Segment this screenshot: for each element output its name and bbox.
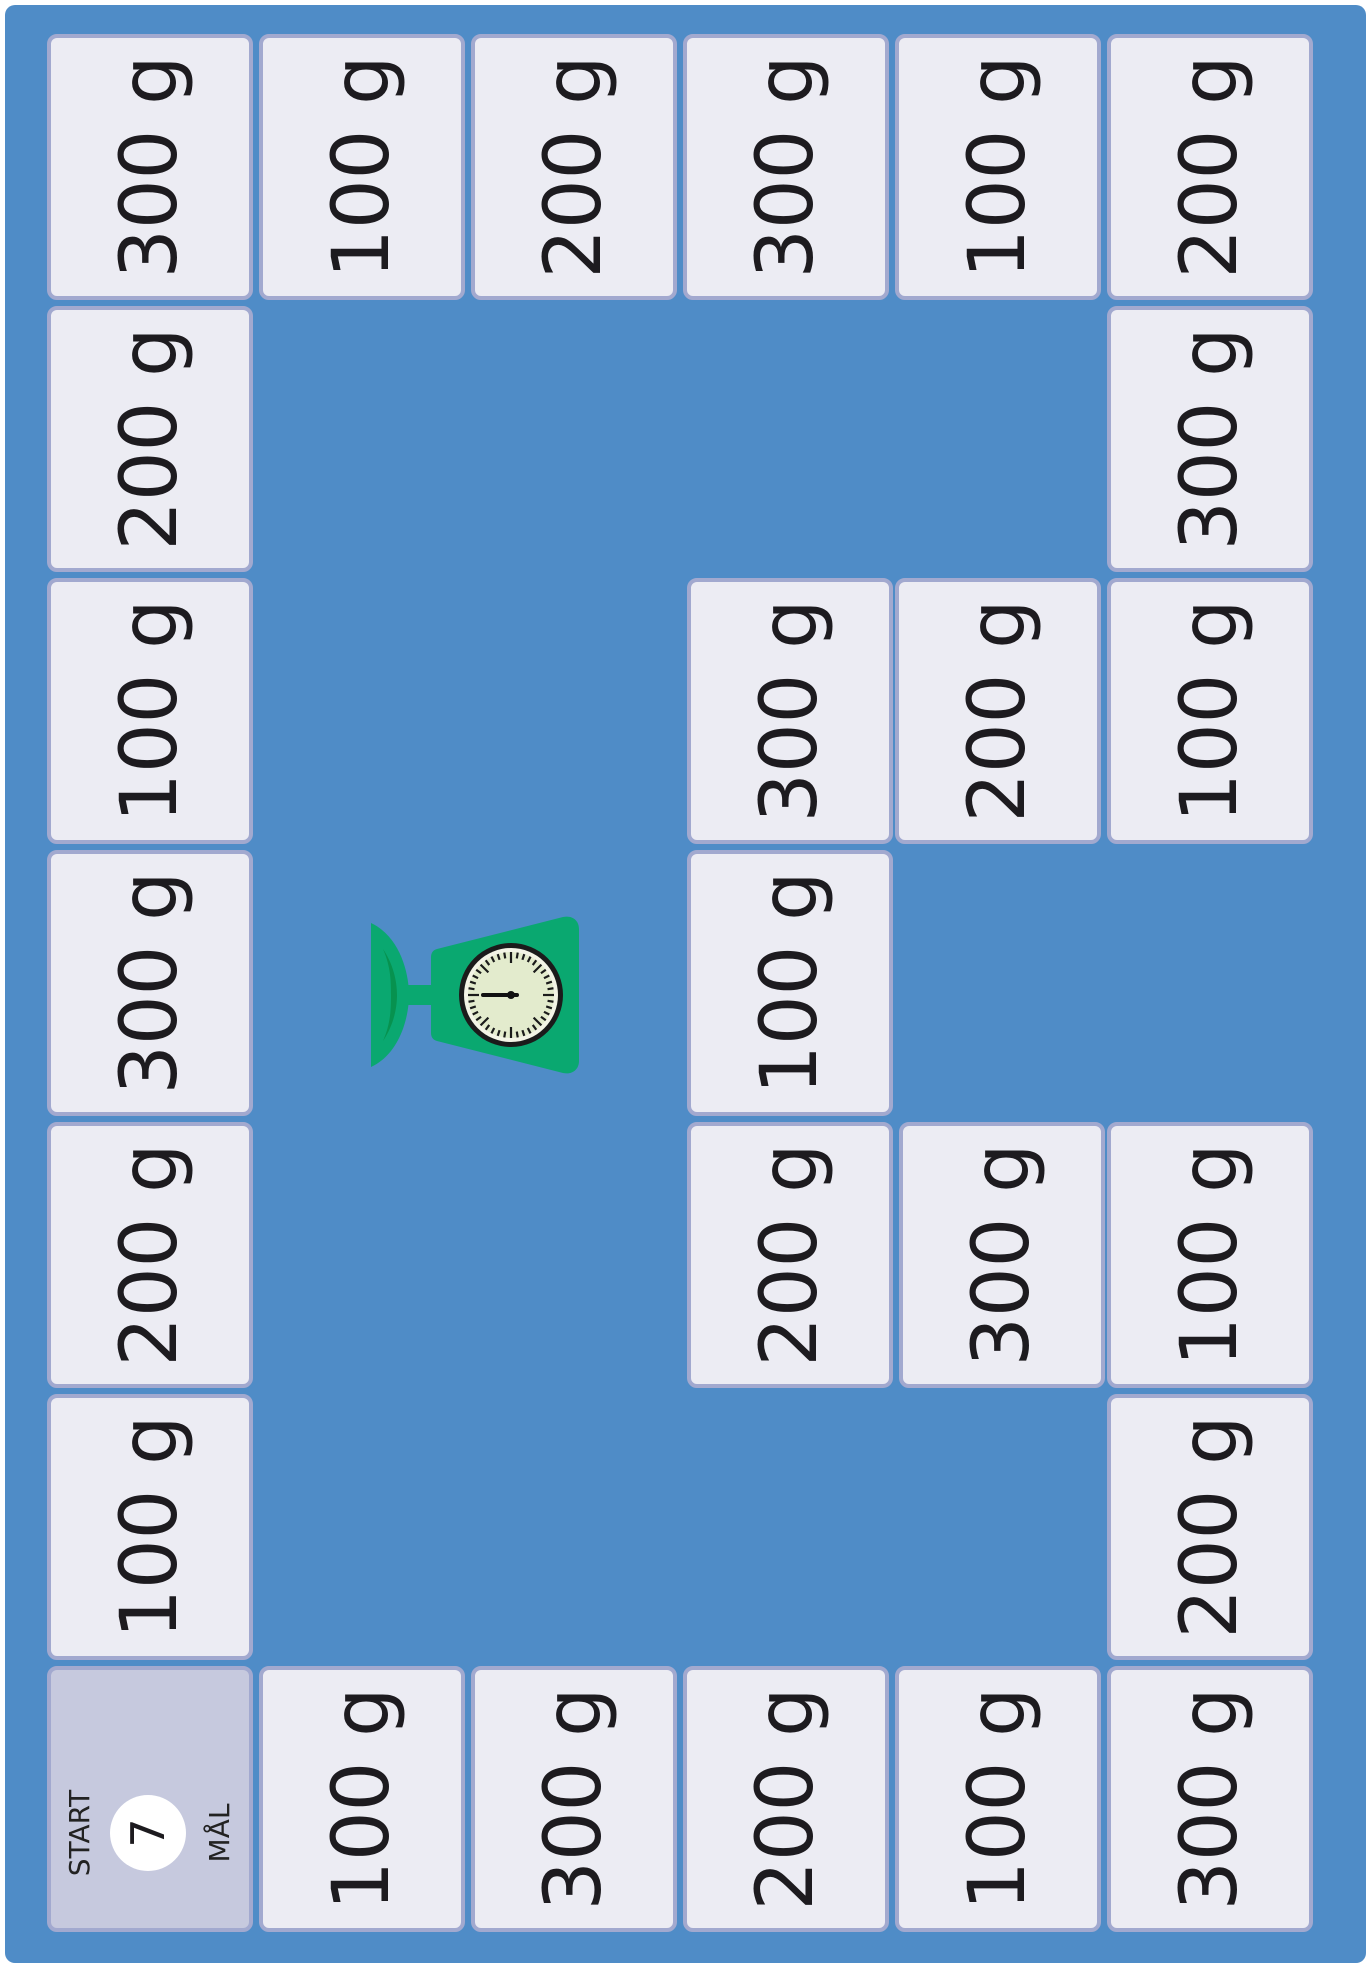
cell-weight: 100 g xyxy=(323,55,401,278)
board-cell[interactable]: 300 g xyxy=(1107,1666,1313,1932)
dial-tick xyxy=(548,988,554,989)
dial-tick xyxy=(517,953,518,959)
cell-weight: 200 g xyxy=(535,55,613,278)
kitchen-scale-icon xyxy=(367,915,581,1075)
cell-weight: 300 g xyxy=(747,55,825,278)
board-cell[interactable]: 200 g xyxy=(683,1666,889,1932)
board-cell[interactable]: 100 g xyxy=(47,578,253,844)
board-cell[interactable]: 200 g xyxy=(1107,34,1313,300)
cell-weight: 200 g xyxy=(751,1143,829,1366)
cell-weight: 100 g xyxy=(1171,1143,1249,1366)
board-cell[interactable]: 200 g xyxy=(471,34,677,300)
board-cell[interactable]: 300 g xyxy=(683,34,889,300)
cell-weight: 300 g xyxy=(535,1687,613,1910)
cell-weight: 300 g xyxy=(1171,1687,1249,1910)
board-cell[interactable]: 100 g xyxy=(1107,578,1313,844)
cell-weight: 200 g xyxy=(111,327,189,550)
start-number-badge: 7 xyxy=(110,1795,186,1871)
goal-label: MÅL xyxy=(206,1804,234,1863)
cell-weight: 200 g xyxy=(959,599,1037,822)
cell-weight: 200 g xyxy=(1171,55,1249,278)
cell-weight: 100 g xyxy=(323,1687,401,1910)
dial-tick xyxy=(469,988,475,989)
board-cell[interactable]: 200 g xyxy=(47,1122,253,1388)
dial-tick xyxy=(517,1032,518,1038)
cell-weight: 200 g xyxy=(111,1143,189,1366)
cell-weight: 100 g xyxy=(111,1415,189,1638)
cell-weight: 100 g xyxy=(1171,599,1249,822)
start-label: START xyxy=(66,1790,94,1876)
board-cell[interactable]: 100 g xyxy=(47,1394,253,1660)
dial-tick xyxy=(504,1032,505,1038)
board-cell[interactable]: 300 g xyxy=(687,578,893,844)
board-cell[interactable]: 300 g xyxy=(471,1666,677,1932)
start-cell[interactable]: START 7 MÅL xyxy=(47,1666,253,1932)
cell-weight: 300 g xyxy=(963,1143,1041,1366)
board-cell[interactable]: 300 g xyxy=(47,34,253,300)
board-cell[interactable]: 100 g xyxy=(895,1666,1101,1932)
board-cell[interactable]: 200 g xyxy=(1107,1394,1313,1660)
cell-weight: 100 g xyxy=(959,55,1037,278)
board-cell[interactable]: 200 g xyxy=(895,578,1101,844)
board-cell[interactable]: 100 g xyxy=(259,1666,465,1932)
dial-tick xyxy=(504,953,505,959)
cell-weight: 300 g xyxy=(111,871,189,1094)
board-cell[interactable]: 300 g xyxy=(47,850,253,1116)
cell-weight: 100 g xyxy=(751,871,829,1094)
cell-weight: 300 g xyxy=(1171,327,1249,550)
board-cell[interactable]: 100 g xyxy=(1107,1122,1313,1388)
cell-weight: 300 g xyxy=(111,55,189,278)
cell-weight: 100 g xyxy=(111,599,189,822)
board-cell[interactable]: 200 g xyxy=(47,306,253,572)
board-cell[interactable]: 100 g xyxy=(687,850,893,1116)
dial-tick xyxy=(469,1001,475,1002)
board-cell[interactable]: 300 g xyxy=(899,1122,1105,1388)
dial-tick xyxy=(548,1001,554,1002)
cell-weight: 300 g xyxy=(751,599,829,822)
cell-weight: 200 g xyxy=(747,1687,825,1910)
start-number: 7 xyxy=(125,1818,171,1847)
board-cell[interactable]: 100 g xyxy=(259,34,465,300)
board-cell[interactable]: 200 g xyxy=(687,1122,893,1388)
board-cell[interactable]: 100 g xyxy=(895,34,1101,300)
cell-weight: 200 g xyxy=(1171,1415,1249,1638)
game-board: 300 g 100 g 200 g 300 g 100 g 200 g 200 … xyxy=(5,5,1366,1963)
cell-weight: 100 g xyxy=(959,1687,1037,1910)
board-cell[interactable]: 300 g xyxy=(1107,306,1313,572)
